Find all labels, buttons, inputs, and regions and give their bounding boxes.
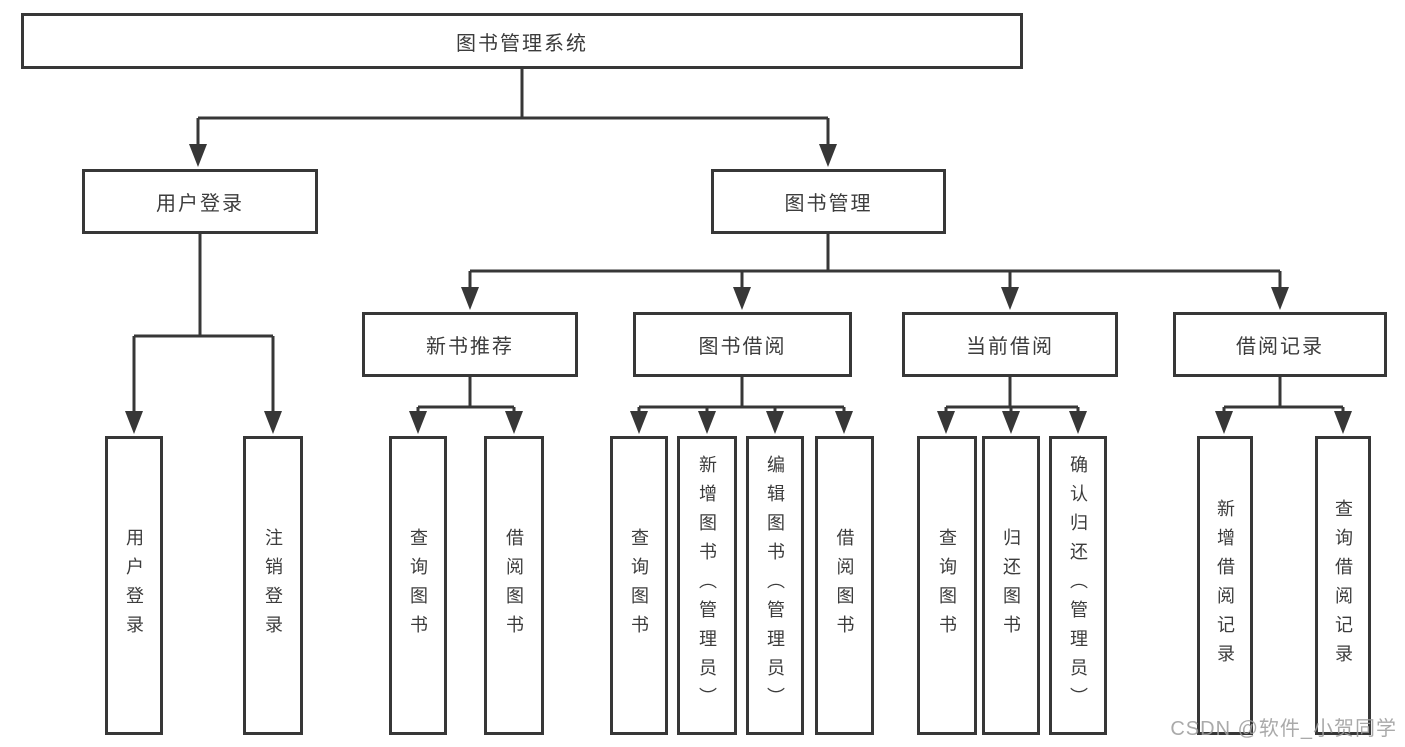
leaf-borrow-books: 借阅图书 — [815, 436, 874, 735]
leaf-confirm-return-admin: 确认归还（管理员） — [1049, 436, 1107, 735]
leaf-add-borrow-record: 新增借阅记录 — [1197, 436, 1253, 735]
edge-borrow-records-split — [1215, 377, 1352, 434]
node-borrowing-records: 借阅记录 — [1173, 312, 1387, 377]
edge-current-borrow-split — [937, 377, 1087, 434]
leaf-query-books: 查询图书 — [917, 436, 977, 735]
leaf-user-login: 用户登录 — [105, 436, 163, 735]
leaf-borrow-books: 借阅图书 — [484, 436, 544, 735]
leaf-logout: 注销登录 — [243, 436, 303, 735]
leaf-return-books: 归还图书 — [982, 436, 1040, 735]
edge-new-books-split — [409, 377, 523, 434]
node-new-book-recommend: 新书推荐 — [362, 312, 578, 377]
leaf-query-books: 查询图书 — [610, 436, 668, 735]
leaf-edit-books-admin: 编辑图书（管理员） — [746, 436, 804, 735]
node-library-management-system: 图书管理系统 — [21, 13, 1023, 69]
edge-user-login-split — [125, 234, 282, 434]
node-user-login: 用户登录 — [82, 169, 318, 234]
edge-root-to-level2 — [189, 68, 837, 167]
edge-book-mgmt-to-level3 — [461, 234, 1289, 310]
node-current-borrowing: 当前借阅 — [902, 312, 1118, 377]
csdn-watermark: CSDN @软件_小贺同学 — [1170, 718, 1397, 740]
leaf-query-books: 查询图书 — [389, 436, 447, 735]
node-book-management: 图书管理 — [711, 169, 946, 234]
leaf-query-borrow-record: 查询借阅记录 — [1315, 436, 1371, 735]
node-book-borrowing: 图书借阅 — [633, 312, 852, 377]
edge-book-borrow-split — [630, 377, 853, 434]
leaf-add-books-admin: 新增图书（管理员） — [677, 436, 737, 735]
